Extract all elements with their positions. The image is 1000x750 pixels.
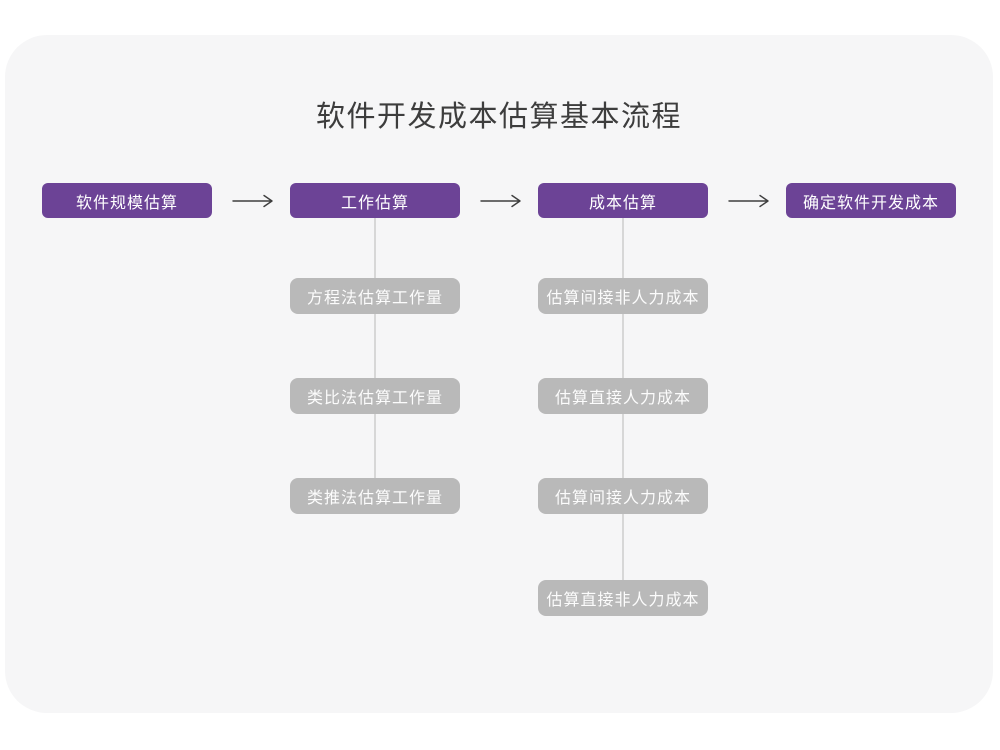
diagram-title: 软件开发成本估算基本流程 [315, 101, 682, 133]
method-analogy-workload: 类比法估算工作量 [290, 378, 460, 414]
arrow-right-icon [232, 194, 273, 208]
flow-step-software-scale-estimation: 软件规模估算 [42, 183, 212, 218]
flow-step-cost-estimation: 成本估算 [538, 183, 708, 218]
method-extrapolation-workload: 类推法估算工作量 [290, 478, 460, 514]
method-equation-workload: 方程法估算工作量 [290, 278, 460, 314]
cost-direct-nonlabor: 估算直接非人力成本 [538, 580, 708, 616]
connector-line-work-estimation [374, 218, 376, 480]
arrow-right-icon [480, 194, 521, 208]
flow-step-work-estimation: 工作估算 [290, 183, 460, 218]
flowchart-card: 软件开发成本估算基本流程 软件规模估算 工作估算 成本估算 确定软件开发成本 方… [5, 35, 993, 713]
cost-indirect-labor: 估算间接人力成本 [538, 478, 708, 514]
cost-indirect-nonlabor: 估算间接非人力成本 [538, 278, 708, 314]
cost-direct-labor: 估算直接人力成本 [538, 378, 708, 414]
arrow-right-icon [728, 194, 769, 208]
flow-step-determine-dev-cost: 确定软件开发成本 [786, 183, 956, 218]
